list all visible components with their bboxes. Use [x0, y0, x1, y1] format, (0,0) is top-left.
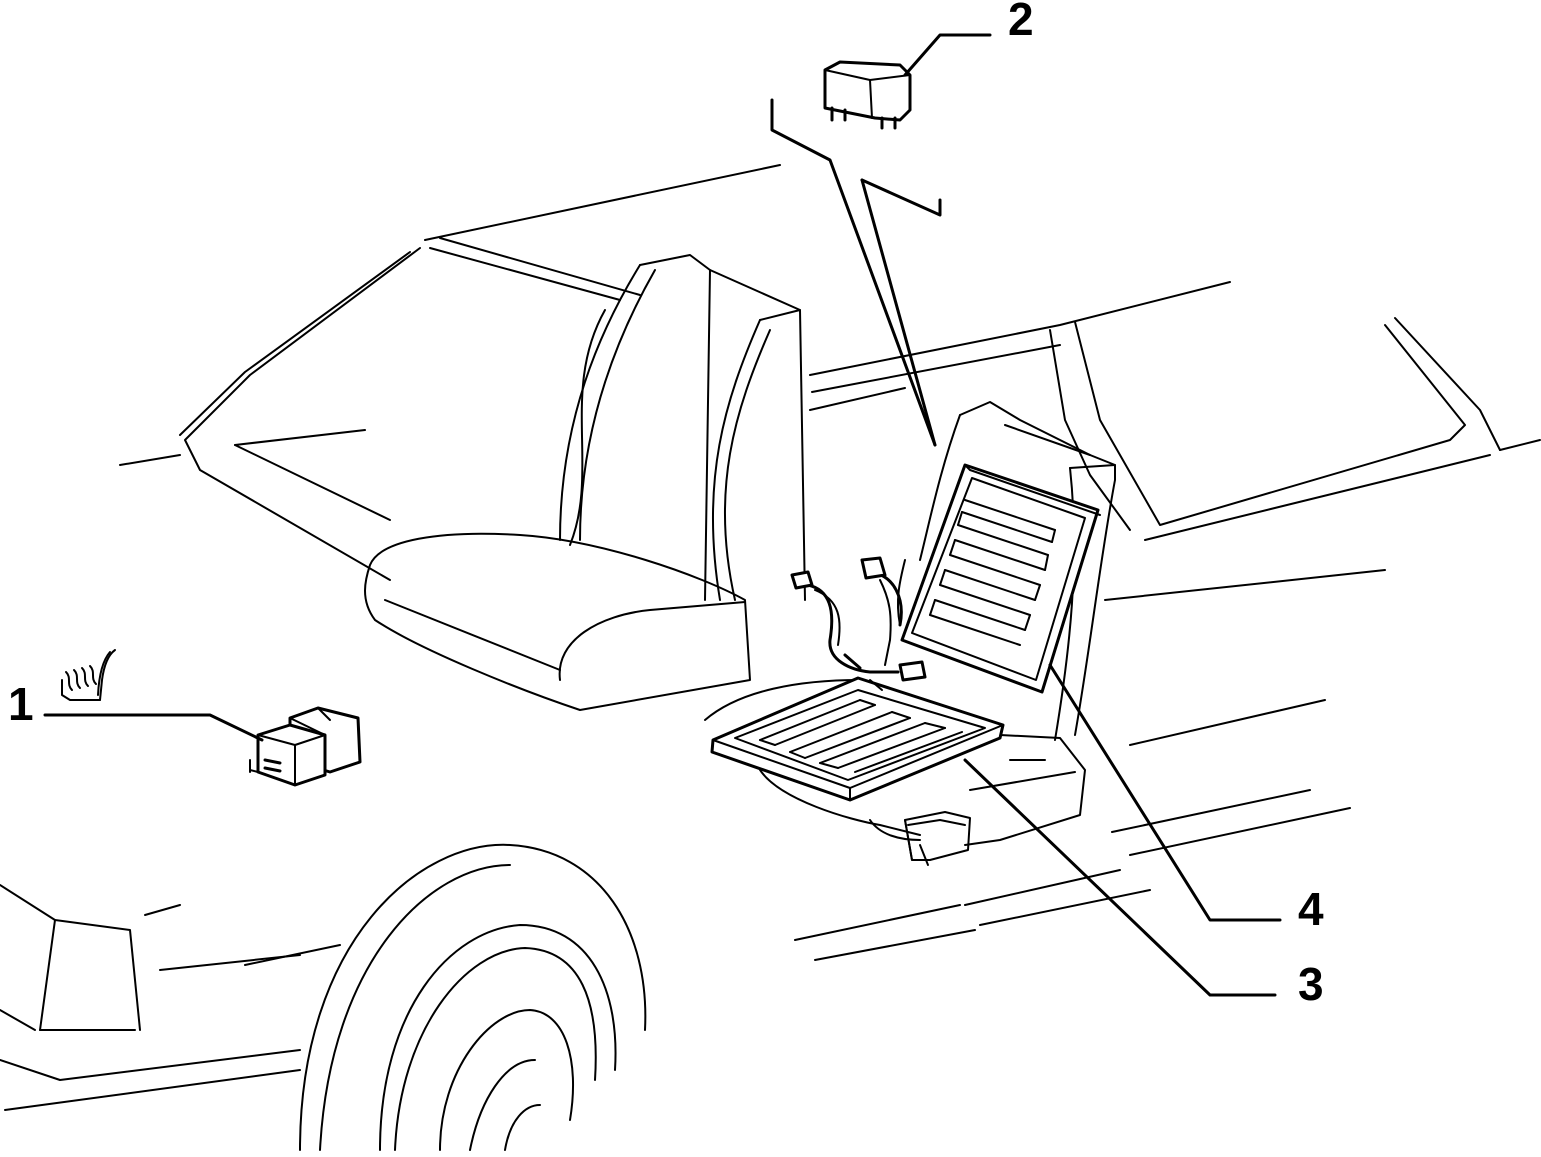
relay-with-seat-heater-symbol	[249, 706, 362, 787]
callout-label-3: 3	[1298, 958, 1324, 1010]
car-body-outline	[0, 164, 1541, 1111]
callout-label-1: 1	[8, 678, 34, 730]
leader-lines	[43, 33, 1282, 997]
callout-label-2: 2	[1008, 0, 1034, 45]
seat-cushion-heating-pad	[710, 676, 1005, 802]
wiring-harness	[790, 556, 927, 691]
seat-back-heating-pad	[900, 463, 1101, 694]
relay	[823, 60, 912, 130]
front-seat-left	[364, 254, 806, 711]
seat-heater-icon	[61, 649, 116, 701]
callout-label-4: 4	[1298, 883, 1324, 935]
front-wheel	[299, 843, 647, 1151]
